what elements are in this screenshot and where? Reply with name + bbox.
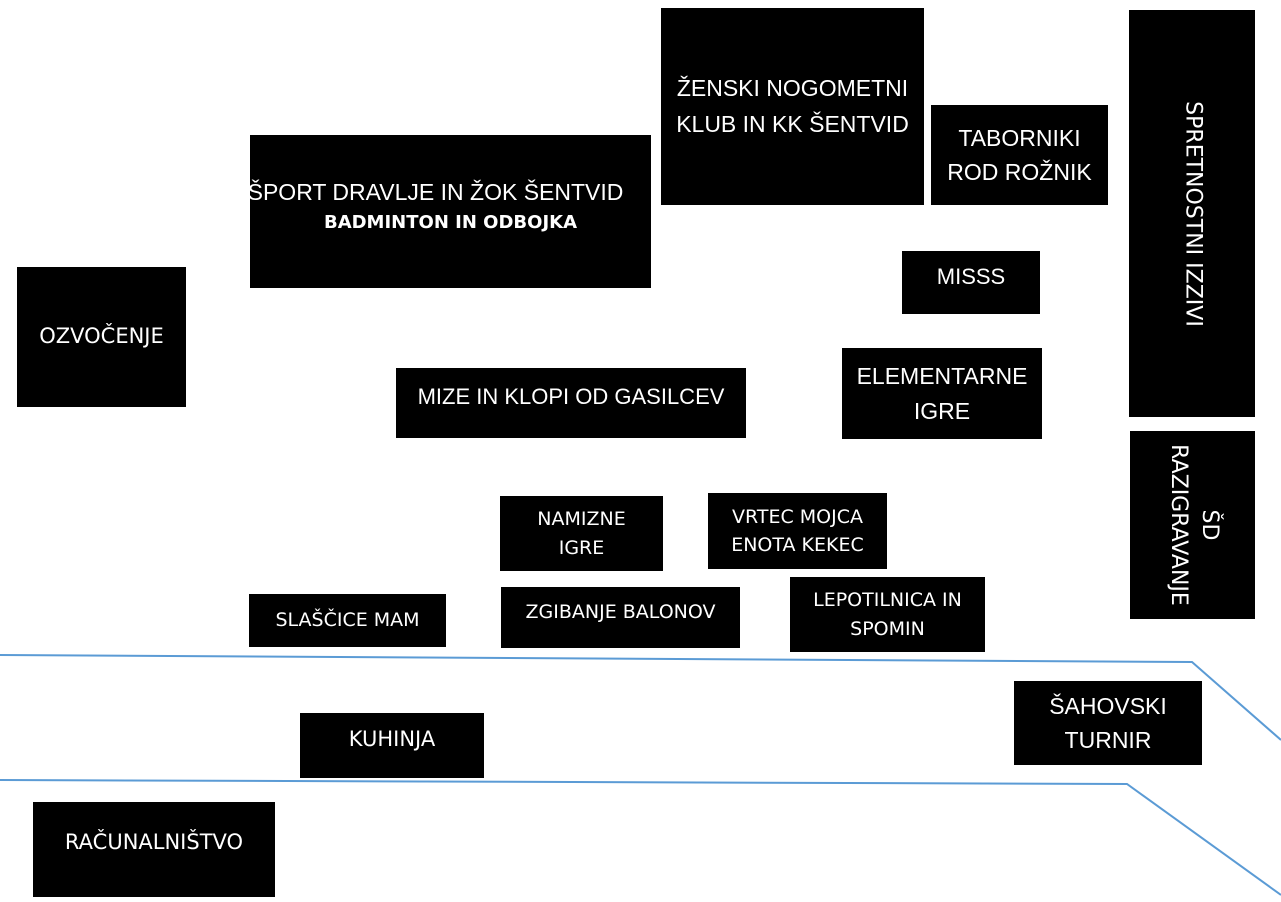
stand-label-line1: ŽENSKI NOGOMETNI <box>676 74 909 101</box>
stand-label-line2: IGRE <box>913 397 971 424</box>
stand-taborniki: TABORNIKI ROD ROŽNIK <box>931 105 1108 205</box>
stand-mize-in-klopi: MIZE IN KLOPI OD GASILCEV <box>396 368 746 438</box>
stand-ozvocenje: OZVOČENJE <box>17 267 186 407</box>
stand-label-line1: VRTEC MOJCA <box>732 505 863 528</box>
stand-misss: MISSS <box>902 251 1040 314</box>
stand-label-line1: ŠAHOVSKI <box>1049 692 1167 719</box>
stand-label-line2: IGRE <box>558 536 605 559</box>
stand-label-line1: ŠPORT DRAVLJE IN ŽOK ŠENTVID <box>247 179 624 206</box>
stand-lepotilnica: LEPOTILNICA IN SPOMIN <box>790 577 985 652</box>
stand-label: MISSS <box>936 264 1006 289</box>
stand-sd-razigravanje: ŠD RAZIGRAVANJE <box>1130 431 1255 619</box>
stand-kuhinja: KUHINJA <box>300 713 484 778</box>
stand-label-line2: BADMINTON IN ODBOJKA <box>323 211 578 233</box>
stand-label-line2: ROD ROŽNIK <box>947 159 1092 185</box>
stand-namizne-igre: NAMIZNE IGRE <box>500 496 663 571</box>
stand-label-line2: RAZIGRAVANJE <box>1165 444 1191 606</box>
stand-sahovski-turnir: ŠAHOVSKI TURNIR <box>1014 681 1202 765</box>
stand-vrtec-mojca: VRTEC MOJCA ENOTA KEKEC <box>708 493 887 569</box>
stand-elementarne-igre: ELEMENTARNE IGRE <box>842 348 1042 439</box>
stand-spretnostni-izzivi: SPRETNOSTNI IZZIVI <box>1129 10 1255 417</box>
stand-label: OZVOČENJE <box>39 324 164 349</box>
stand-label: SPRETNOSTNI IZZIVI <box>1180 100 1206 327</box>
stand-zgibanje-balonov: ZGIBANJE BALONOV <box>501 587 740 648</box>
stand-label-line2: TURNIR <box>1064 727 1152 753</box>
stand-label-line1: NAMIZNE <box>537 508 626 530</box>
stand-label: ZGIBANJE BALONOV <box>525 601 716 624</box>
stand-label: RAČUNALNIŠTVO <box>64 829 244 854</box>
stand-label-line2: KLUB IN KK ŠENTVID <box>676 110 909 137</box>
stand-label-line1: ELEMENTARNE <box>856 363 1028 389</box>
stand-sport-dravlje: ŠPORT DRAVLJE IN ŽOK ŠENTVID BADMINTON I… <box>247 135 651 288</box>
stand-label: KUHINJA <box>348 726 436 751</box>
stand-label-line1: LEPOTILNICA IN <box>813 589 962 611</box>
stand-racunalnistvo: RAČUNALNIŠTVO <box>33 802 275 897</box>
stand-label: SLAŠČICE MAM <box>275 609 420 632</box>
stand-label-line2: ENOTA KEKEC <box>731 534 864 556</box>
upper-path-line <box>0 654 1281 741</box>
lower-path-line <box>0 779 1281 896</box>
stand-label-line2: SPOMIN <box>850 617 925 640</box>
stand-zenski-nogometni-klub: ŽENSKI NOGOMETNI KLUB IN KK ŠENTVID <box>661 8 924 205</box>
stand-label: MIZE IN KLOPI OD GASILCEV <box>417 383 725 409</box>
stand-label-line1: ŠD <box>1196 509 1222 541</box>
stand-label-line1: TABORNIKI <box>958 124 1081 151</box>
stand-slascice-mam: SLAŠČICE MAM <box>249 594 446 647</box>
